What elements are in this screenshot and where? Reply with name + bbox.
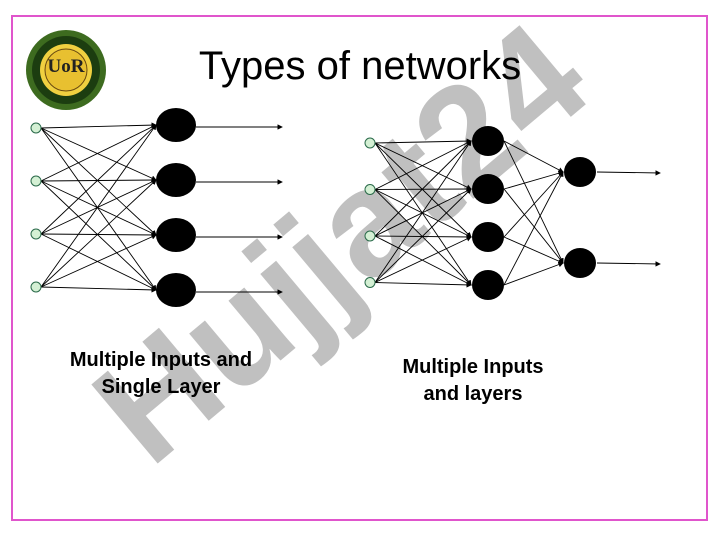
input-node (364, 230, 376, 242)
slide-title: Types of networks (198, 44, 522, 88)
right-caption-line2: and layers (423, 383, 523, 405)
hidden-neuron (472, 126, 504, 156)
connection (374, 282, 472, 288)
slide-border (11, 15, 708, 521)
hidden-neuron (472, 270, 504, 300)
neuron (156, 108, 196, 142)
output-neuron (564, 248, 596, 278)
neuron (156, 163, 196, 197)
connection (374, 142, 472, 286)
left-caption-line1: Multiple Inputs and (69, 349, 253, 371)
input-node (364, 184, 376, 195)
connection (40, 127, 157, 181)
connection (374, 186, 472, 192)
connection (374, 140, 472, 237)
connection (374, 138, 472, 144)
right-network (364, 126, 661, 300)
left-caption-line2: Single Layer (101, 376, 221, 398)
connection (40, 127, 157, 291)
connection (40, 124, 157, 235)
connection (503, 140, 564, 264)
university-logo (25, 29, 107, 111)
input-node (364, 277, 376, 288)
connection (503, 170, 564, 190)
connection (374, 142, 472, 190)
connection (374, 236, 472, 283)
output-arrow (596, 170, 661, 176)
connection (40, 180, 157, 291)
connection (503, 262, 564, 286)
connection (40, 180, 157, 236)
connection (374, 189, 472, 286)
connection (40, 286, 157, 293)
connection (503, 171, 564, 286)
connection (40, 177, 157, 183)
connection (503, 236, 564, 264)
connection (503, 171, 564, 238)
connection (503, 188, 564, 264)
connection (374, 142, 472, 238)
input-node (30, 228, 42, 240)
input-node (30, 175, 42, 187)
connection (40, 234, 157, 288)
left-network (30, 108, 283, 307)
connection (374, 235, 472, 286)
logo-text: UoR (47, 56, 85, 77)
connection (40, 127, 157, 236)
connection (40, 124, 157, 182)
input-node (30, 281, 42, 293)
connection (40, 179, 157, 235)
neuron (156, 273, 196, 307)
connection (40, 179, 157, 288)
connection (374, 188, 472, 283)
neuron (156, 218, 196, 252)
connection (374, 189, 472, 238)
output-arrow (596, 261, 661, 267)
input-node (30, 122, 42, 134)
connection (374, 140, 472, 190)
right-network-caption: Multiple Inputs and layers (370, 354, 576, 408)
connection (374, 140, 472, 283)
connection (40, 233, 157, 291)
connection (374, 234, 472, 240)
connection (40, 232, 157, 238)
hidden-neuron (472, 174, 504, 204)
connection (40, 122, 157, 129)
input-node (364, 137, 376, 149)
left-network-caption: Multiple Inputs and Single Layer (40, 347, 282, 401)
connection (503, 140, 564, 173)
right-caption-line1: Multiple Inputs (402, 356, 544, 378)
output-neuron (564, 157, 596, 187)
hidden-neuron (472, 222, 504, 252)
connection (40, 124, 157, 288)
seal-icon (26, 30, 106, 110)
